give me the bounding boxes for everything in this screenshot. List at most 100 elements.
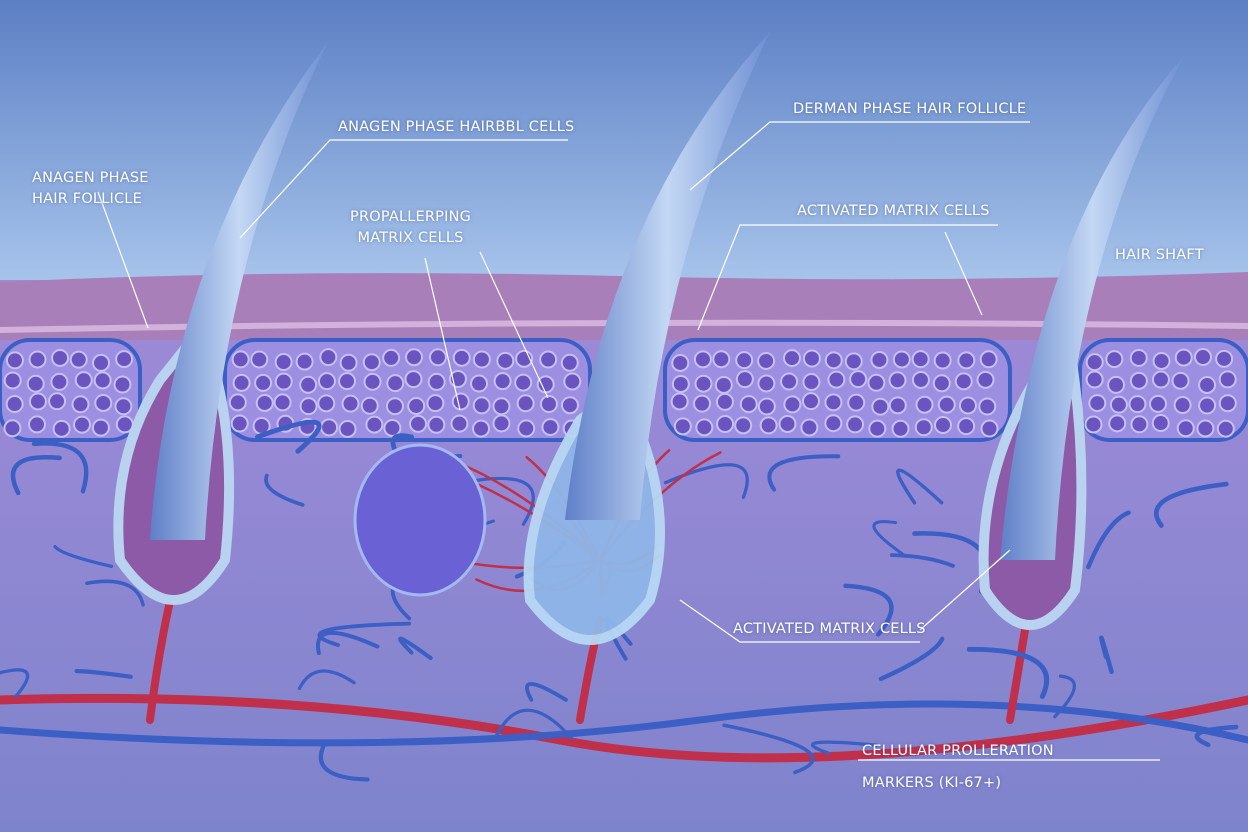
matrix-cell [844,352,863,371]
matrix-cell [1151,370,1170,389]
vein-branch [318,743,370,782]
matrix-cell [1088,394,1107,413]
matrix-cell [27,415,46,434]
label-line: MARKERS (KI-67+) [862,775,1002,791]
matrix-cell [1105,350,1124,369]
matrix-cell [50,372,69,391]
matrix-cell [115,350,134,369]
matrix-cell [516,394,535,413]
matrix-cell [868,419,887,438]
matrix-cell [317,372,336,391]
matrix-cell [915,395,934,414]
matrix-cell [978,397,997,416]
matrix-cell [28,350,47,369]
matrix-cell [1152,351,1171,370]
matrix-cell [695,418,714,437]
matrix-cell [714,375,733,394]
matrix-cell [888,371,907,390]
matrix-cell [5,351,24,370]
label-anagen-cells: ANAGEN PHASE HAIRBBL CELLS [338,119,575,135]
matrix-cell [560,353,579,372]
vein-branch [525,682,568,702]
matrix-cell [1176,419,1195,438]
matrix-cell [386,374,405,393]
matrix-cell [671,374,690,393]
matrix-cell [1107,375,1126,394]
matrix-cell [383,418,402,437]
vein-branch [810,740,879,755]
matrix-cell [673,417,692,436]
matrix-cell [757,397,776,416]
matrix-cell [932,374,951,393]
matrix-cell [299,397,318,416]
matrix-cell [232,373,251,392]
matrix-cell [365,415,384,434]
matrix-cell [1149,394,1168,413]
matrix-cell [94,393,113,412]
matrix-cell [407,396,426,415]
matrix-cell [51,348,70,367]
hair-shaft-right [1000,55,1185,560]
matrix-cell [230,414,249,433]
matrix-cell [800,418,819,437]
vein-branch [493,708,574,741]
label-line: ANAGEN PHASE [32,170,149,186]
matrix-cell [937,395,956,414]
matrix-cell [254,373,273,392]
label-anagen-follicle: ANAGEN PHASE HAIR FOLLICLE [32,168,149,210]
matrix-cell [1084,415,1103,434]
matrix-cell [539,394,558,413]
matrix-cell [759,416,778,435]
matrix-cell [472,350,491,369]
matrix-cell [1218,394,1237,413]
matrix-cell [255,393,274,412]
matrix-cell [849,370,868,389]
vein-branch [966,646,1050,700]
matrix-cell [472,396,491,415]
vein-branch [896,468,944,505]
matrix-cell [563,372,582,391]
matrix-cell [735,351,754,370]
matrix-cell [560,396,579,415]
matrix-cell [802,373,821,392]
matrix-cell [734,416,753,435]
matrix-cell [911,350,930,369]
matrix-cell [783,395,802,414]
matrix-cell [405,348,424,367]
matrix-cell [250,350,269,369]
matrix-cell [1174,348,1193,367]
matrix-cell [28,392,47,411]
matrix-cell [362,353,381,372]
matrix-cell [299,375,318,394]
matrix-cell [492,397,511,416]
matrix-cell [782,349,801,368]
matrix-cell [541,418,560,437]
matrix-cell [382,348,401,367]
matrix-cell [957,351,976,370]
matrix-cell [757,374,776,393]
vein-branch [889,553,955,568]
matrix-cell [693,394,712,413]
vein-branch [85,579,145,607]
matrix-cell [536,375,555,394]
matrix-cell [778,414,797,433]
matrix-cell [670,392,689,411]
label-derman-follicle: DERMAN PHASE HAIR FOLLICLE [793,101,1027,117]
vein-branch [398,636,433,661]
label-hair-shaft: HAIR SHAFT [1115,247,1204,263]
matrix-cell [1129,348,1148,367]
matrix-cell [231,350,250,369]
vein-branch [1086,510,1131,570]
matrix-cell [385,397,404,416]
matrix-cell [1215,349,1234,368]
matrix-cell [958,396,977,415]
matrix-cell [341,394,360,413]
matrix-cell [274,372,293,391]
matrix-cell [891,419,910,438]
matrix-cell [1216,419,1235,438]
matrix-cell [338,419,357,438]
matrix-cell [496,351,515,370]
matrix-cell [735,370,754,389]
matrix-cell [757,351,776,370]
leader-lines [97,121,1160,761]
